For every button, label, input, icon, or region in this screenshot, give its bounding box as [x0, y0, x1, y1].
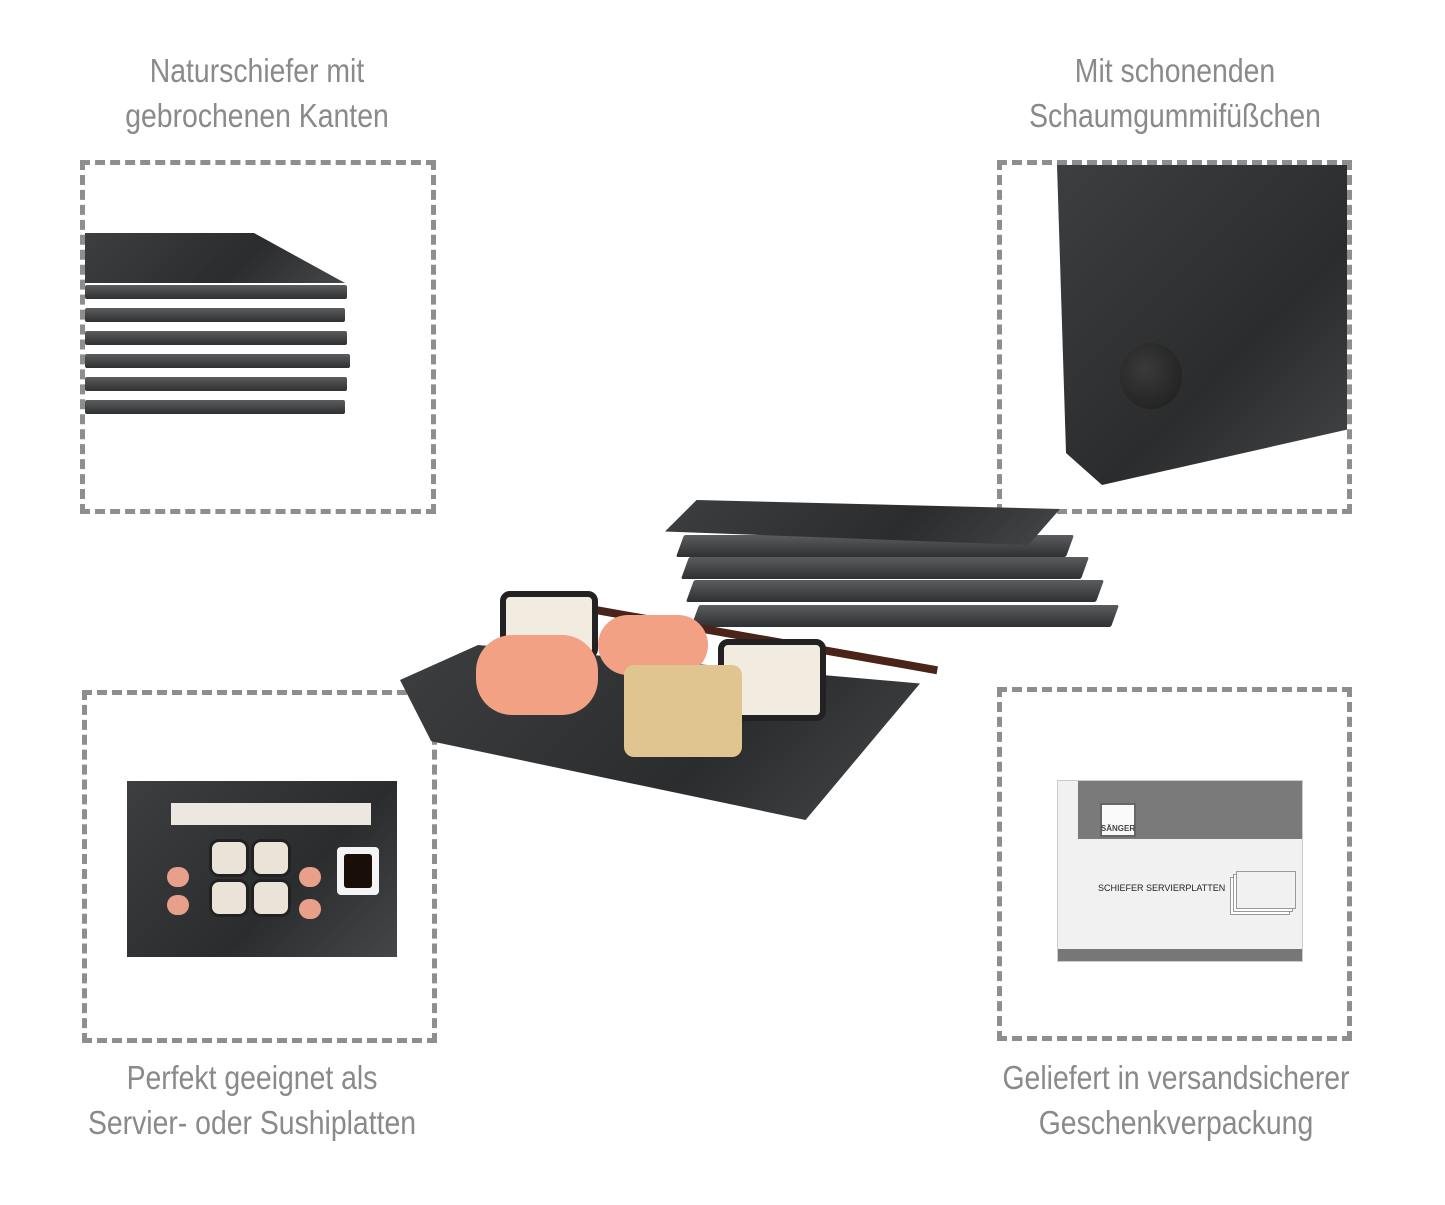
frame-sushi-plate — [82, 690, 437, 1043]
uramaki-roll — [624, 665, 742, 757]
slate-edge — [85, 308, 345, 322]
sushi-roll — [251, 839, 291, 877]
slate-edge — [85, 377, 347, 391]
frame-stacked-edges — [80, 160, 436, 514]
caption-top-right: Mit schonenden Schaumgummifüßchen — [1029, 52, 1321, 134]
stack-edge — [685, 580, 1105, 602]
soy-sauce-dish — [337, 847, 379, 895]
caption-bottom-right: Geliefert in versandsicherer Geschenkver… — [1002, 1059, 1350, 1141]
plates-outline-icon — [1236, 871, 1296, 909]
chopsticks — [171, 803, 371, 825]
slate-edge — [85, 331, 347, 345]
caption-bottom-left: Perfekt geeignet als Servier- oder Sushi… — [87, 1059, 417, 1141]
nigiri — [476, 635, 598, 715]
gift-box: SÄNGER SCHIEFER SERVIERPLATTEN — [1057, 780, 1303, 962]
slate-edge — [85, 400, 345, 414]
sushi-roll — [251, 879, 291, 917]
slate-top-surface — [85, 233, 345, 283]
sushi-piece — [299, 867, 321, 887]
slate-edge — [85, 354, 350, 368]
sushi-roll — [209, 879, 249, 917]
sushi-piece — [167, 867, 189, 887]
sushi-piece — [299, 899, 321, 919]
slate-underside — [1057, 165, 1347, 485]
stack-edge — [680, 557, 1090, 579]
frame-gift-box: SÄNGER SCHIEFER SERVIERPLATTEN — [997, 687, 1352, 1041]
caption-top-left: Naturschiefer mit gebrochenen Kanten — [125, 52, 389, 134]
foam-foot — [1120, 343, 1182, 409]
frame-foam-foot — [997, 160, 1352, 514]
sushi-piece — [167, 895, 189, 915]
brand-logo: SÄNGER — [1100, 803, 1136, 837]
center-product-image — [400, 495, 1130, 825]
box-product-title: SCHIEFER SERVIERPLATTEN — [1098, 883, 1226, 893]
box-bottom-band — [1058, 949, 1302, 961]
slate-edge — [85, 285, 347, 299]
sushi-roll — [209, 839, 249, 877]
stack-edge — [690, 605, 1120, 627]
